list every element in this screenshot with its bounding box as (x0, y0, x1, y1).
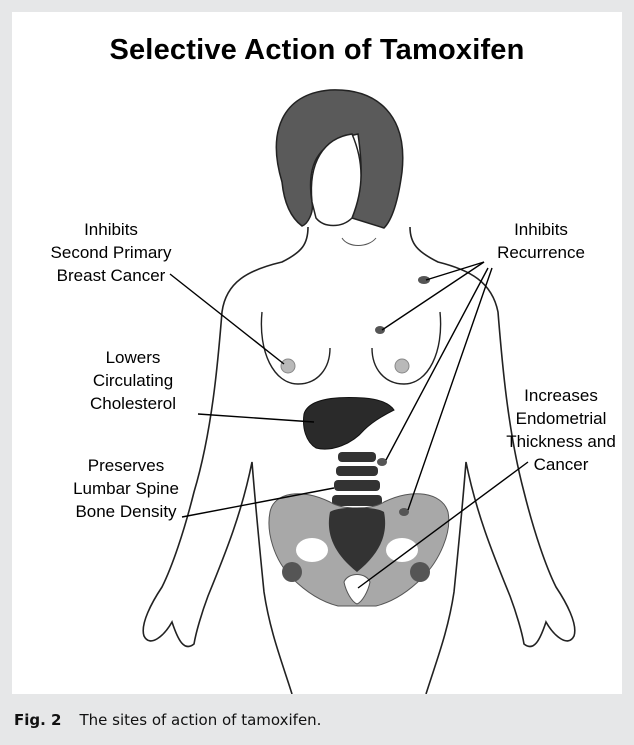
right-breast (372, 312, 441, 384)
obturator-right (386, 538, 418, 562)
label-recurrence: Inhibits Recurrence (476, 218, 606, 264)
obturator-left (296, 538, 328, 562)
recurrence-spot-breast (375, 326, 385, 334)
figure-number: Fig. 2 (14, 711, 61, 729)
recurrence-spot-pelvis (399, 508, 409, 516)
label-bone-density: Preserves Lumbar Spine Bone Density (56, 454, 196, 523)
figure-title: Selective Action of Tamoxifen (12, 34, 622, 67)
figure-caption: Fig. 2 The sites of action of tamoxifen. (0, 696, 634, 745)
label-cholesterol: Lowers Circulating Cholesterol (72, 346, 194, 415)
liver (304, 398, 395, 450)
figure-caption-text: The sites of action of tamoxifen. (79, 711, 321, 729)
figure-panel: Selective Action of Tamoxifen Inhibits S… (12, 12, 622, 694)
label-second-primary: Inhibits Second Primary Breast Cancer (32, 218, 190, 287)
lumbar-spine (332, 452, 382, 506)
hip-left (282, 562, 302, 582)
left-areola (281, 359, 295, 373)
hip-right (410, 562, 430, 582)
left-breast (261, 312, 330, 384)
right-areola (395, 359, 409, 373)
recurrence-spot-abdomen (377, 458, 387, 466)
label-endometrial: Increases Endometrial Thickness and Canc… (500, 384, 622, 476)
neck (342, 238, 376, 246)
